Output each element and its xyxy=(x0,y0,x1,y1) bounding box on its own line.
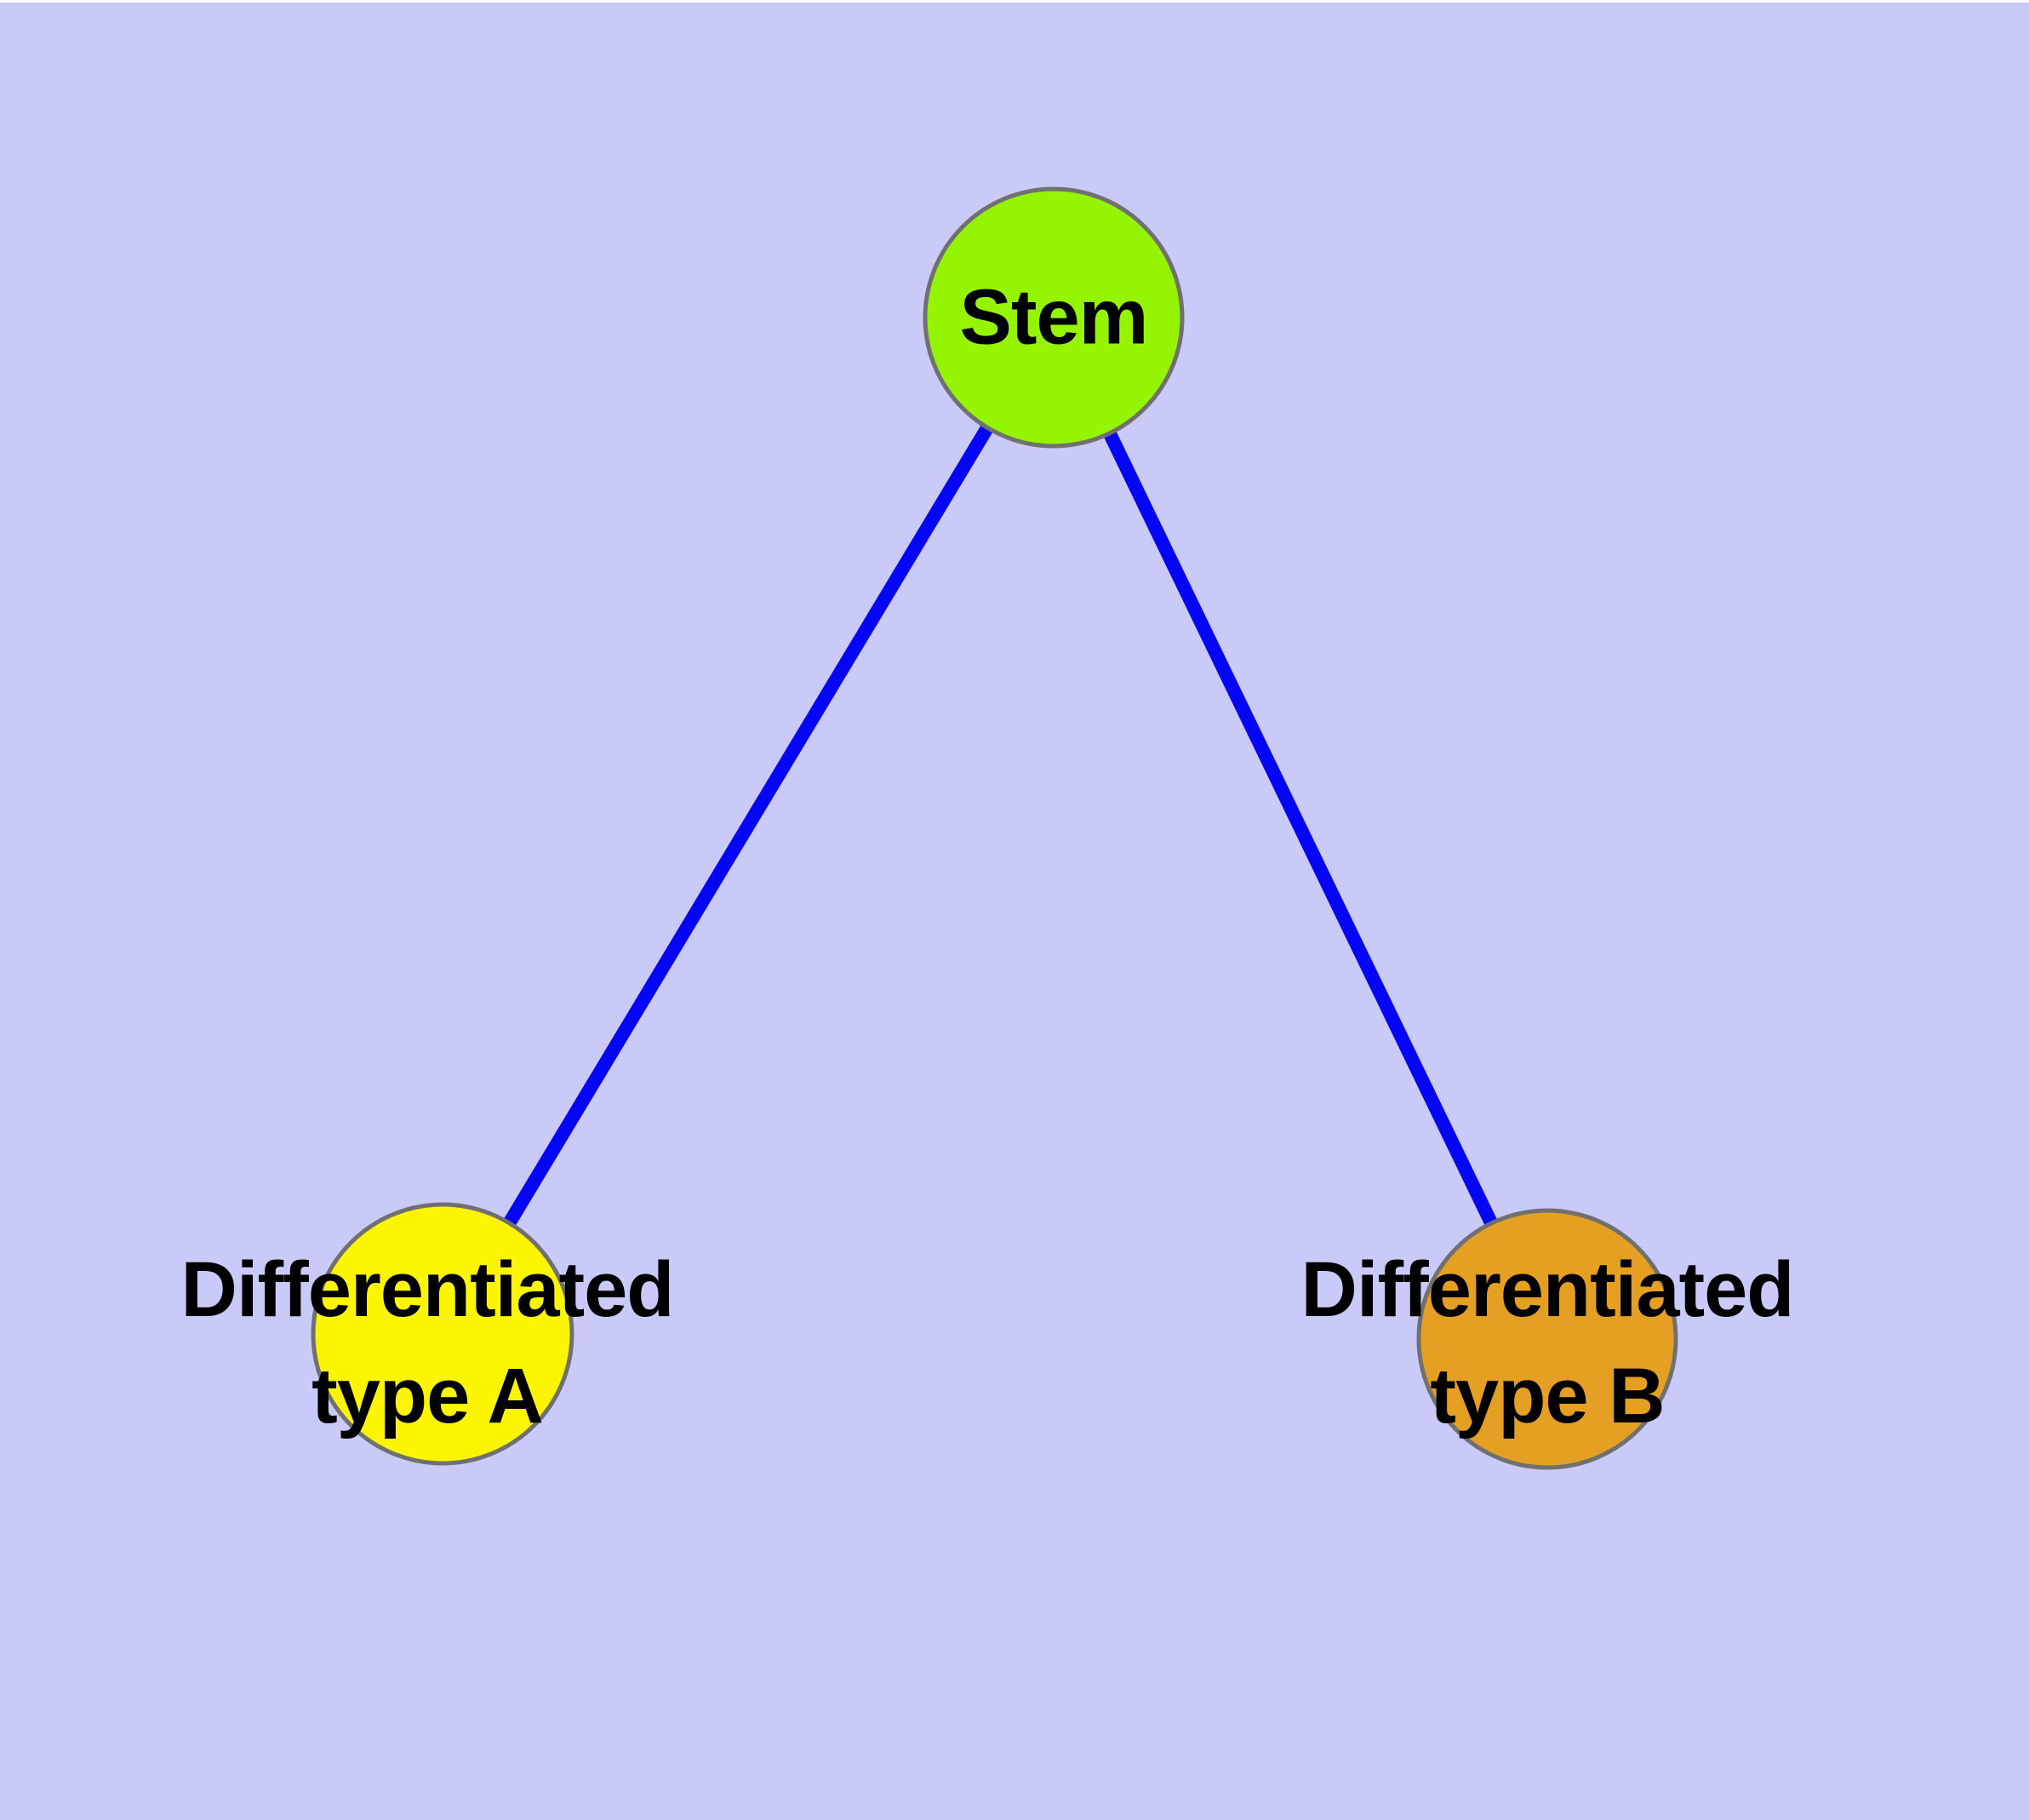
node-label-line: Differentiated xyxy=(1300,1246,1795,1333)
node-label-line: type A xyxy=(311,1353,544,1439)
edge-stem-to-type_b xyxy=(1047,314,1554,1342)
node-label-line: Differentiated xyxy=(180,1246,675,1333)
top-margin-strip xyxy=(0,0,2029,3)
node-label-line: Stem xyxy=(959,273,1149,361)
node-label-differentiated-type-b: Differentiated type B xyxy=(1300,1237,1795,1450)
edge-stem-to-type_a xyxy=(437,313,1060,1338)
node-circle-stem xyxy=(923,186,1185,449)
node-circle-type_b xyxy=(1416,1208,1678,1470)
node-label-differentiated-type-a: Differentiated type A xyxy=(180,1237,675,1450)
node-circle-type_a xyxy=(311,1202,574,1466)
node-label-line: type B xyxy=(1430,1353,1665,1439)
node-label-stem: Stem xyxy=(959,265,1149,371)
